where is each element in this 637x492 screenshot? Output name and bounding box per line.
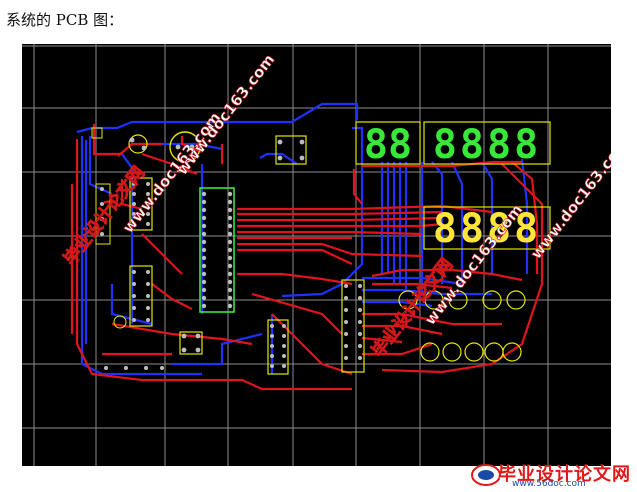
ic-u3 xyxy=(129,265,153,327)
ic-u4 xyxy=(267,319,289,375)
display-digits-top-left: 88 xyxy=(364,122,412,168)
resistor-stack xyxy=(95,183,111,245)
logo-core-icon xyxy=(478,470,494,480)
figure-caption: 系统的 PCB 图： xyxy=(6,11,124,29)
buzzer xyxy=(169,131,201,163)
mcu-pads xyxy=(201,191,233,309)
logo-url: www.56doc.com xyxy=(512,479,586,489)
pcb-layout: 88 8888 8888 毕业设计论文网 www.doc163.com www.… xyxy=(22,44,611,466)
crystal xyxy=(128,134,148,154)
pads xyxy=(100,137,362,370)
button-s1 xyxy=(275,135,307,165)
components xyxy=(91,127,365,375)
top-layer-traces xyxy=(70,124,544,391)
mcu-chip-outline xyxy=(199,187,235,313)
button-s2 xyxy=(179,331,203,355)
logo-swoosh-icon xyxy=(471,464,501,486)
transistor-row-top xyxy=(398,290,526,310)
ic-pads xyxy=(100,137,362,370)
site-logo-badge xyxy=(471,464,501,486)
pad-box xyxy=(91,127,103,139)
display-top-right: 8888 xyxy=(423,121,551,168)
logo-text-cn: 毕业设计论文网 xyxy=(498,464,631,485)
display-middle: 8888 xyxy=(423,206,551,252)
resistor-array xyxy=(341,279,365,373)
capacitor xyxy=(113,315,127,329)
display-digits-middle: 8888 xyxy=(433,206,541,252)
transistor-row-bottom xyxy=(420,342,522,362)
ic-u2 xyxy=(129,177,153,231)
display-digits-top-right: 8888 xyxy=(433,122,541,168)
pcb-board-view: 88 8888 8888 毕业设计论文网 www.doc163.com www.… xyxy=(22,44,611,466)
display-top-left: 88 xyxy=(355,121,421,168)
board-background xyxy=(22,44,611,466)
